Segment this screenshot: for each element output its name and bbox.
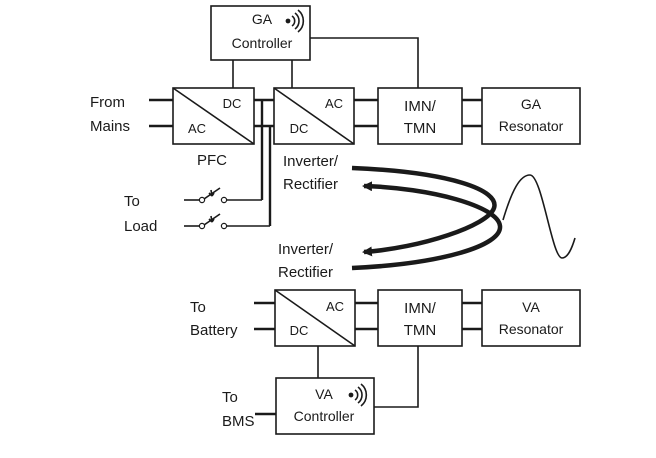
ga-resonator-line2: Resonator	[499, 118, 564, 134]
wireless-signal-icon	[348, 383, 368, 407]
va-resonator: VA Resonator	[481, 289, 581, 347]
svg-text:To: To	[190, 299, 206, 316]
svg-text:To: To	[124, 193, 140, 210]
dc-link-wire	[254, 98, 274, 128]
ga-controller-line1: GA	[252, 11, 273, 27]
ga-inverter-rectifier: AC DC	[273, 87, 355, 145]
va-ctrl-to-imn-wire	[374, 346, 419, 408]
va-controller: VA Controller	[275, 377, 375, 435]
mains-wire	[149, 98, 173, 128]
inverter-to-imn-wire	[354, 98, 378, 128]
va-resonator-line2: Resonator	[499, 321, 564, 337]
switch-icon	[184, 187, 262, 204]
ga-controller-line2: Controller	[232, 35, 293, 51]
va-imn-line2: TMN	[404, 322, 437, 339]
va-inverter-label-line2: Rectifier	[278, 264, 333, 281]
pfc-label: PFC	[197, 152, 227, 169]
pfc-ac-label: AC	[188, 121, 206, 136]
ga-imn-line2: TMN	[404, 120, 437, 137]
ga-ctrl-to-imn-wire	[310, 37, 419, 88]
va-controller-line1: VA	[315, 386, 333, 402]
svg-text:Load: Load	[124, 218, 157, 235]
switch-icon	[184, 213, 270, 230]
va-imn-line1: IMN/	[404, 300, 436, 317]
ga-resonator-line1: GA	[521, 96, 542, 112]
ga-controller: GA Controller	[210, 5, 311, 61]
svg-text:BMS: BMS	[222, 413, 255, 430]
svg-text:To: To	[222, 389, 238, 406]
ga-inverter-ac-label: AC	[325, 96, 343, 111]
va-imn-to-resonator-wire	[462, 301, 482, 331]
to-battery-label: To Battery	[190, 299, 238, 339]
va-controller-line2: Controller	[294, 408, 355, 424]
power-flow-arrow-icon	[351, 165, 497, 257]
ga-inverter-label-line2: Rectifier	[283, 176, 338, 193]
va-inverter-rectifier: AC DC	[274, 289, 356, 347]
svg-text:Mains: Mains	[90, 118, 130, 135]
imn-to-resonator-wire	[462, 98, 482, 128]
ga-inverter-dc-label: DC	[290, 121, 309, 136]
to-bms-label: To BMS	[222, 389, 255, 430]
va-resonator-line1: VA	[522, 299, 540, 315]
va-inverter-label-line1: Inverter/	[278, 241, 334, 258]
ga-imn-tmn: IMN/ TMN	[377, 87, 463, 145]
ga-imn-line1: IMN/	[404, 98, 436, 115]
va-inverter-dc-label: DC	[290, 323, 309, 338]
from-mains-label: From Mains	[90, 94, 130, 135]
pfc-dc-label: DC	[223, 96, 242, 111]
power-flow-arrow-icon	[351, 181, 503, 271]
va-inverter-to-imn-wire	[355, 301, 378, 331]
to-load-label: To Load	[124, 193, 157, 235]
svg-text:From: From	[90, 94, 125, 111]
battery-wire	[254, 301, 275, 331]
pfc-converter: DC AC	[172, 87, 255, 145]
load-tap-wire	[260, 100, 272, 226]
ga-resonator: GA Resonator	[481, 87, 581, 145]
ga-inverter-label-line1: Inverter/	[283, 153, 339, 170]
va-inverter-ac-label: AC	[326, 299, 344, 314]
wireless-signal-icon	[285, 9, 305, 33]
sine-wave-icon	[502, 174, 576, 259]
va-imn-tmn: IMN/ TMN	[377, 289, 463, 347]
svg-text:Battery: Battery	[190, 322, 238, 339]
